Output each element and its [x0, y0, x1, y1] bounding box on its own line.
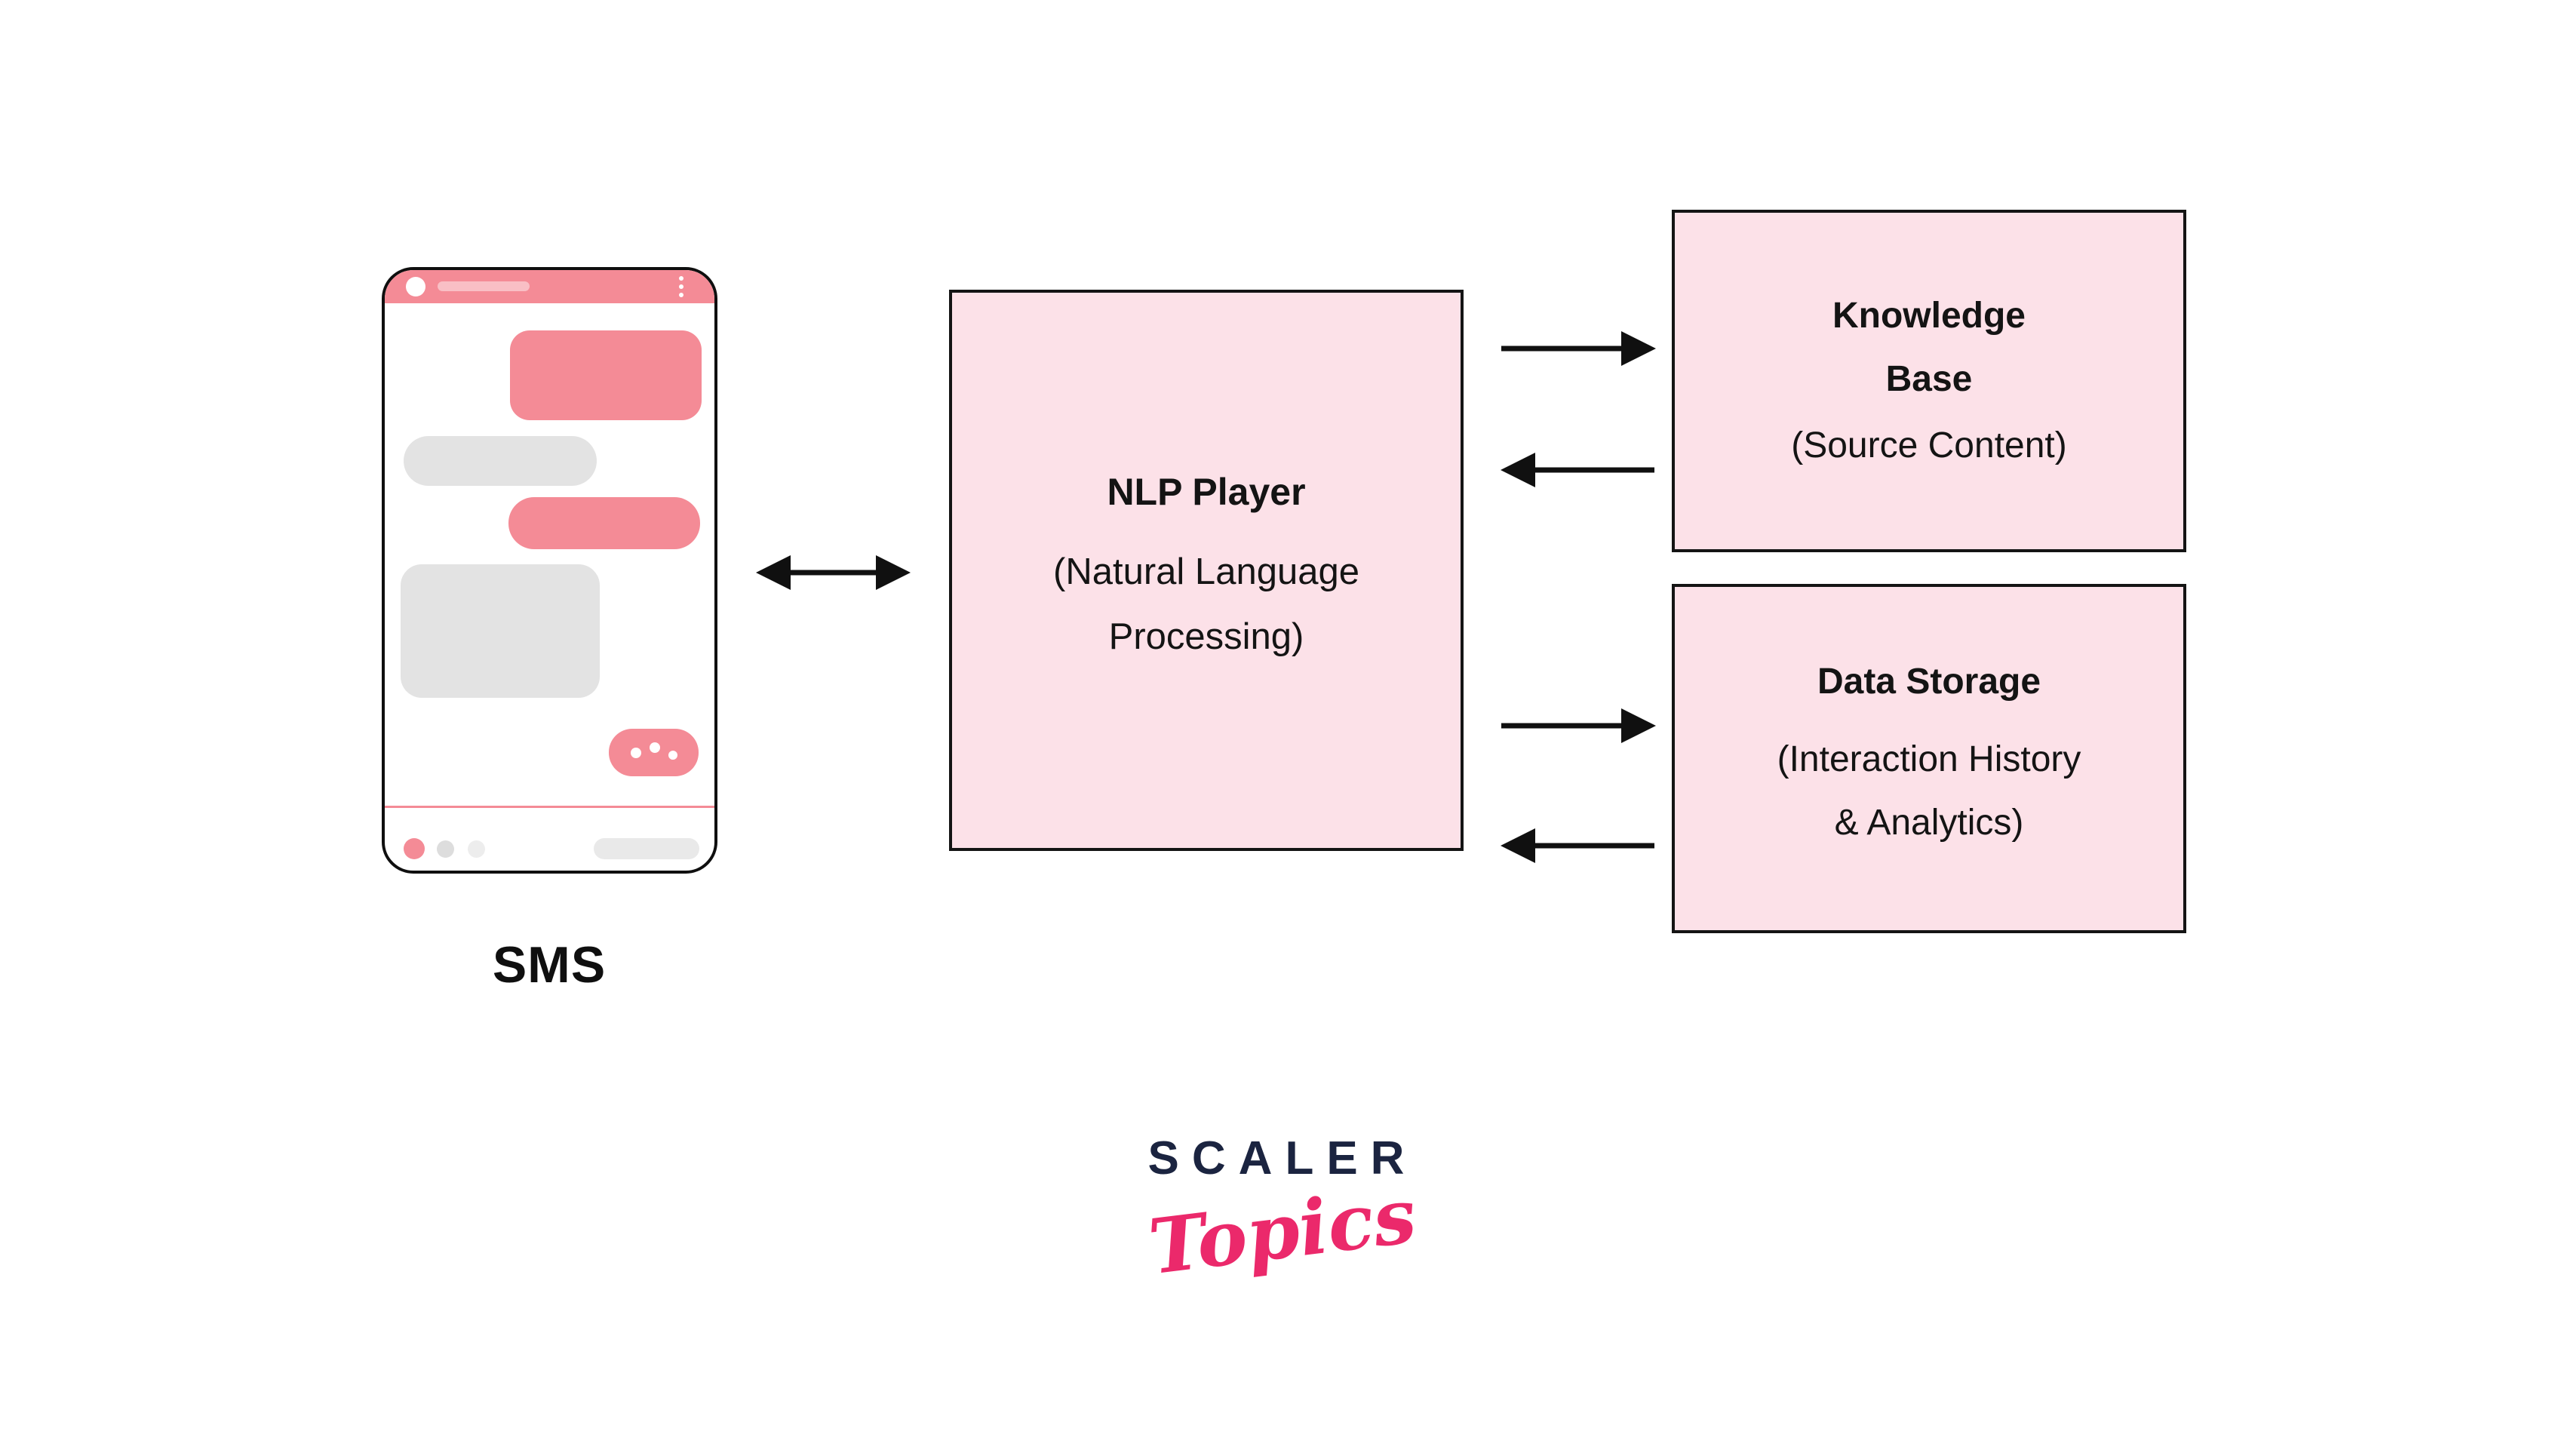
data-storage-title: Data Storage [1817, 662, 2041, 702]
arrow-data-storage-to-nlp-icon [1501, 828, 1654, 863]
phone-input-divider [385, 806, 714, 808]
arrow-nlp-to-data-storage-icon [1501, 708, 1656, 743]
chat-bubble-sent [510, 330, 702, 420]
kebab-menu-icon [679, 276, 684, 301]
node-nlp-player: NLP Player (Natural Language Processing) [949, 290, 1464, 851]
node-data-storage: Data Storage (Interaction History & Anal… [1672, 584, 2186, 933]
nlp-player-title: NLP Player [1107, 470, 1306, 513]
arrow-sms-nlp-bidirectional-icon [756, 555, 911, 590]
arrow-nlp-to-knowledge-base-icon [1501, 331, 1656, 366]
logo-brand-text: SCALER [1147, 1132, 1418, 1184]
data-storage-subtitle-line-2: & Analytics) [1834, 802, 2024, 843]
typing-indicator-bubble [609, 729, 699, 776]
phone-header-bar [385, 270, 714, 303]
arrow-knowledge-base-to-nlp-icon [1501, 453, 1654, 487]
phone-nav-dot-pink [404, 838, 425, 859]
knowledge-base-subtitle: (Source Content) [1791, 425, 2067, 465]
sms-label: SMS [492, 936, 607, 994]
phone-mockup [382, 267, 717, 874]
avatar [406, 277, 425, 296]
chat-bubble-sent [508, 497, 700, 549]
knowledge-base-title-line-2: Base [1885, 359, 1973, 399]
contact-name-placeholder [438, 281, 530, 291]
chat-bubble-received [404, 436, 597, 486]
node-knowledge-base: Knowledge Base (Source Content) [1672, 210, 2186, 552]
phone-nav-dot-gray [437, 840, 454, 858]
typing-dots-icon [609, 729, 699, 776]
data-storage-subtitle-line-1: (Interaction History [1777, 739, 2081, 779]
nlp-player-subtitle-line-1: (Natural Language [1053, 551, 1359, 592]
phone-nav-dot-light [468, 840, 485, 858]
scaler-topics-logo: SCALER Topics [1079, 1132, 1486, 1292]
chat-bubble-received [401, 564, 600, 698]
knowledge-base-title-line-1: Knowledge [1832, 296, 2026, 336]
phone-input-placeholder [594, 838, 699, 859]
nlp-player-subtitle-line-2: Processing) [1108, 616, 1304, 657]
